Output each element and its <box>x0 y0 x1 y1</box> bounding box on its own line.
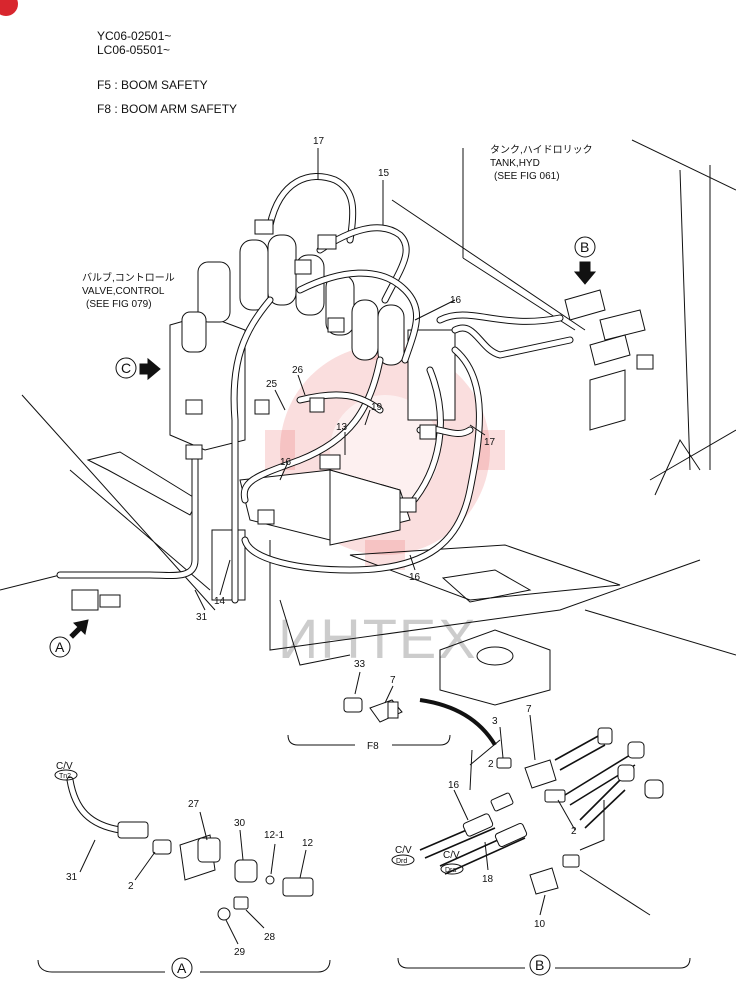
detail-a-view-marker <box>171 957 193 979</box>
tank-label-en: TANK,HYD <box>490 158 540 169</box>
f5-label: F5 : BOOM SAFETY <box>97 78 208 92</box>
detail-b-view-marker <box>529 954 551 976</box>
detail-a-cv-label: C/V <box>56 761 73 772</box>
f8-view-label: F8 <box>367 741 379 752</box>
detail-b-cv-label-2: C/V <box>443 850 460 861</box>
part-number-15: 15 <box>378 168 390 179</box>
dra-port-marker <box>440 863 464 875</box>
part-number-17-top: 17 <box>313 136 325 147</box>
detail-b-cv-label-1: C/V <box>395 845 412 856</box>
view-b-letter: B <box>580 239 589 255</box>
detail-b-part-18: 18 <box>482 874 494 885</box>
f8-label: F8 : BOOM ARM SAFETY <box>97 102 237 116</box>
drd-port-marker <box>391 854 415 866</box>
detail-a-part-31: 31 <box>66 872 78 883</box>
detail-b-part-16: 16 <box>448 780 460 791</box>
tn2-port-marker <box>54 769 78 781</box>
arrow-down-icon <box>573 261 597 285</box>
detail-a-tn2-label: Tn2 <box>59 773 71 780</box>
arrow-up-right-icon <box>69 619 89 639</box>
detail-b-part-2-left: 2 <box>488 759 494 770</box>
machine-frame-outline <box>0 139 736 706</box>
part-number-26: 26 <box>292 365 304 376</box>
detail-a <box>37 776 331 973</box>
serial-yc06: YC06-02501~ <box>97 29 171 43</box>
valve-label-en: VALVE,CONTROL <box>82 286 165 297</box>
tank-label-jp: タンク,ハイドロリック <box>490 144 593 156</box>
part-number-16-bottom: 16 <box>409 572 421 583</box>
detail-a-view-letter: A <box>177 960 187 976</box>
part-number-13: 13 <box>336 422 348 433</box>
corner-badge <box>0 0 18 16</box>
detail-a-part-28: 28 <box>264 932 276 943</box>
detail-a-part-12: 12 <box>302 838 314 849</box>
detail-b <box>397 714 691 969</box>
detail-b-part-10: 10 <box>534 919 546 930</box>
view-a-indicator: A <box>49 619 89 658</box>
detail-b-part-7: 7 <box>526 704 532 715</box>
hydraulic-hoses <box>56 173 574 604</box>
view-b-indicator: B <box>573 236 597 285</box>
leader-lines <box>194 148 486 611</box>
f8-detail <box>287 671 451 746</box>
detail-b-part-3: 3 <box>492 716 498 727</box>
view-a-letter: A <box>55 639 65 655</box>
detail-a-part-29: 29 <box>234 947 246 958</box>
serial-lc06: LC06-05501~ <box>97 43 170 57</box>
part-number-31: 31 <box>196 612 208 623</box>
detail-b-dra-label: Dra <box>445 867 456 874</box>
detail-b-part-2-right: 2 <box>571 826 577 837</box>
f8-part-number-33: 33 <box>354 659 366 670</box>
detail-a-part-27: 27 <box>188 799 200 810</box>
detail-a-part-30: 30 <box>234 818 246 829</box>
pipe-fittings <box>71 219 437 611</box>
detail-a-part-12-1: 12-1 <box>264 830 284 841</box>
part-number-25: 25 <box>266 379 278 390</box>
detail-b-view-letter: B <box>535 957 544 973</box>
tank-label-ref: (SEE FIG 061) <box>494 171 560 182</box>
view-c-letter: C <box>121 360 131 376</box>
f8-part-number-7: 7 <box>390 675 396 686</box>
valve-label-jp: バルブ,コントロール <box>82 271 175 284</box>
part-number-16-center: 16 <box>280 457 292 468</box>
detail-b-pointer-arrow <box>419 698 497 747</box>
valve-label-ref: (SEE FIG 079) <box>86 299 152 310</box>
arrow-right-icon <box>139 357 161 381</box>
watermark-text: ИНТЕХ <box>278 607 478 670</box>
part-number-19: 19 <box>371 402 383 413</box>
tank-port-fittings <box>564 289 654 431</box>
detail-b-drd-label: Drd <box>396 858 407 865</box>
part-number-16-right: 16 <box>450 295 462 306</box>
part-number-17-right: 17 <box>484 437 496 448</box>
detail-a-part-2: 2 <box>128 881 134 892</box>
pilot-block <box>239 469 411 546</box>
view-c-indicator: C <box>115 357 161 381</box>
part-number-14: 14 <box>214 596 226 607</box>
